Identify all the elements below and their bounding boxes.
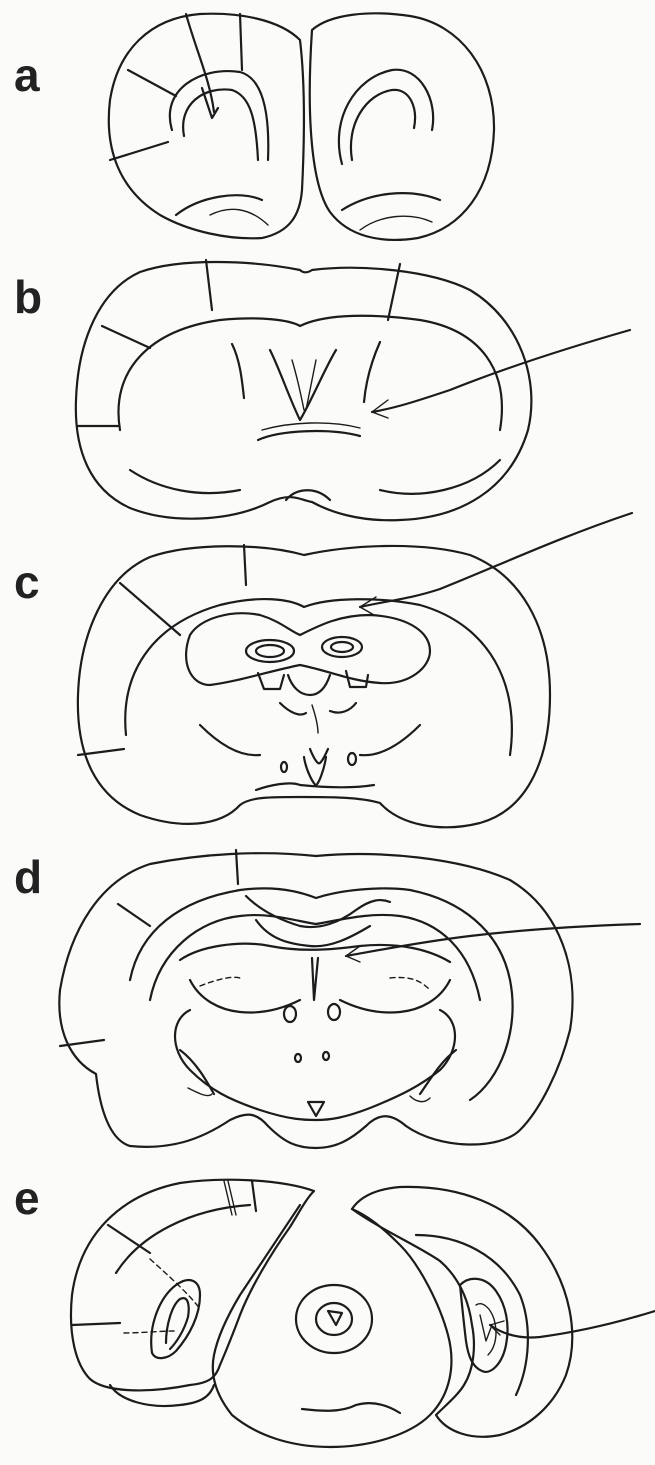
brain-section-b xyxy=(0,250,655,535)
panel-e: e xyxy=(0,1165,655,1465)
brain-section-e xyxy=(0,1165,655,1465)
panel-d: d xyxy=(0,850,655,1165)
panel-b: b xyxy=(0,250,655,535)
brain-section-c xyxy=(0,535,655,850)
brain-section-a xyxy=(0,0,655,250)
brain-section-d xyxy=(0,850,655,1165)
panel-c: c xyxy=(0,535,655,850)
panel-a: a xyxy=(0,0,655,250)
